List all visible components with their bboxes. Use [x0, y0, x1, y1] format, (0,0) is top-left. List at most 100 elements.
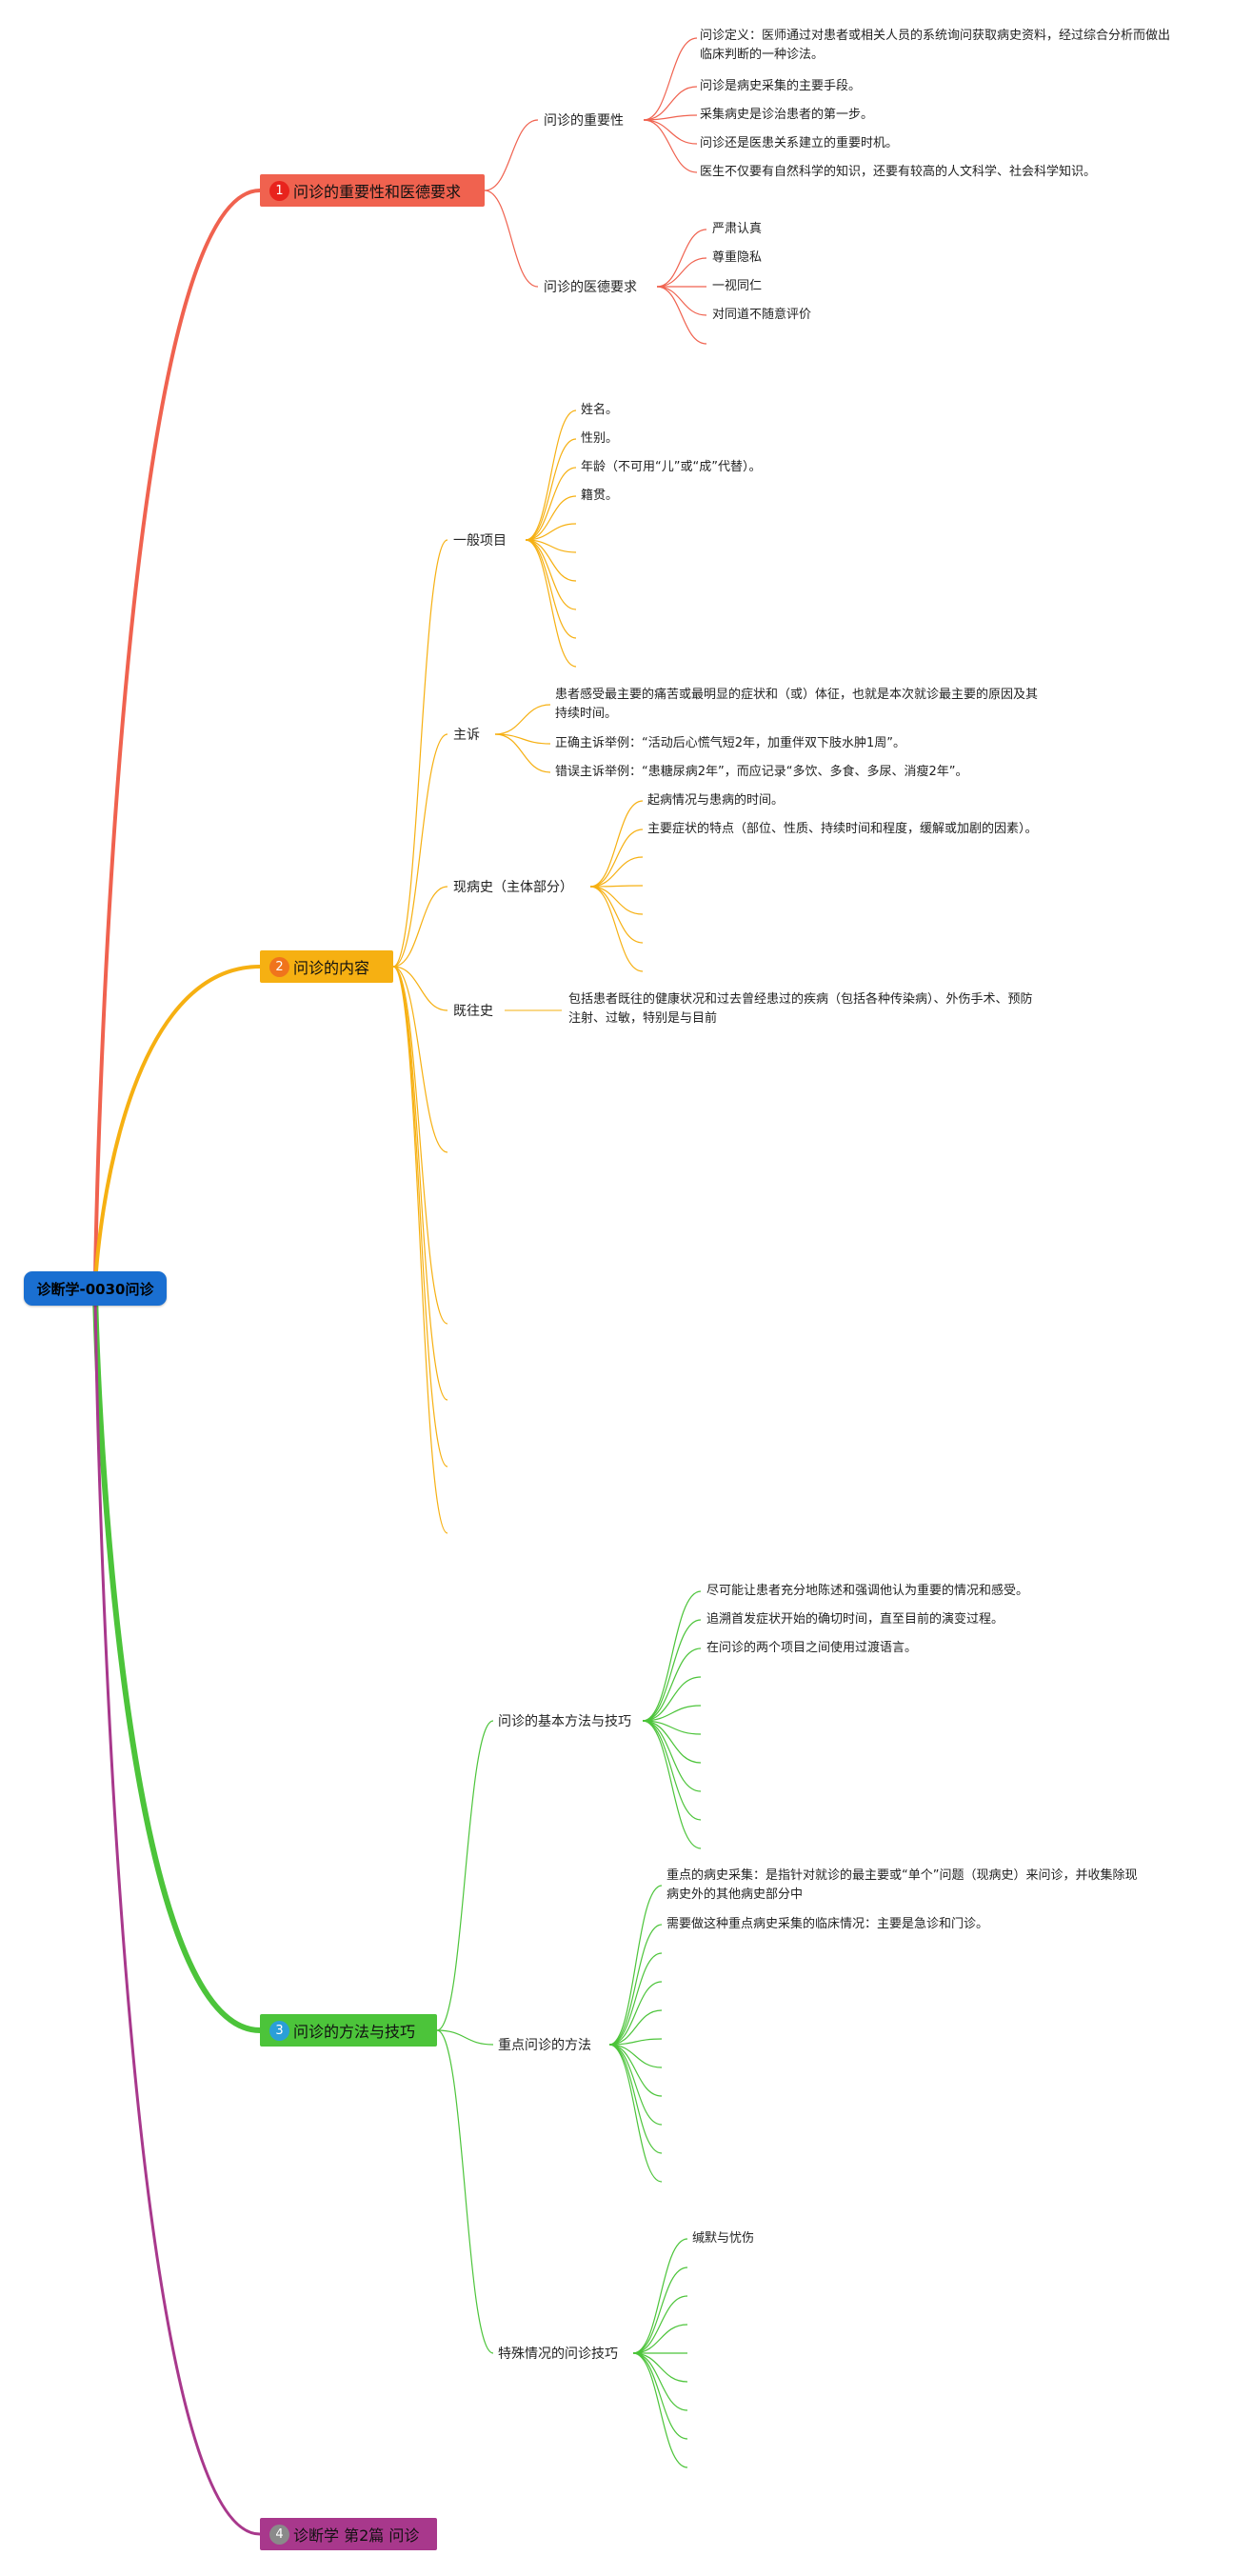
- edge-basic-leaf-6: [642, 1720, 702, 1764]
- edge-focused-leaf-0: [608, 1885, 663, 2046]
- leaf-humanities: 医生不仅要有自然科学的知识，还要有较高的人文科学、社会科学知识。: [700, 165, 1097, 179]
- branch-number-badge: 4: [269, 2524, 289, 2545]
- leaf-past-history-detail: 包括患者既往的健康状况和过去曾经患过的疾病（包括各种传染病）、外伤手术、预防注射…: [568, 992, 1033, 1026]
- leaf-first-step: 采集病史是诊治患者的第一步。: [700, 108, 874, 122]
- trunk-branch-4: [93, 1287, 261, 2536]
- branch-importance-ethics[interactable]: 1 问诊的重要性和医德要求: [260, 174, 485, 207]
- subtopic-basic-methods[interactable]: 问诊的基本方法与技巧: [498, 1714, 631, 1729]
- edge-ethics-leaf-3: [656, 286, 707, 316]
- edge-importance-leaf-3: [643, 119, 698, 145]
- edge-basic-leaf-5: [642, 1720, 702, 1735]
- edge-complaint-leaf-2: [494, 733, 551, 773]
- leaf-free-narration: 尽可能让患者充分地陈述和强调他认为重要的情况和感受。: [706, 1584, 1029, 1598]
- edge-focused-leaf-4: [608, 2009, 663, 2046]
- leaf-silence-sadness: 缄默与忧伤: [692, 2231, 755, 2246]
- leaf-colleagues: 对同道不随意评价: [712, 308, 812, 322]
- leaf-symptom-features: 主要症状的特点（部位、性质、持续时间和程度，缓解或加剧的因素）。: [647, 822, 1038, 836]
- branch-content[interactable]: 2 问诊的内容: [260, 950, 393, 983]
- subtopic-present-illness[interactable]: 现病史（主体部分）: [453, 880, 573, 895]
- edge-special-leaf-7: [632, 2352, 688, 2440]
- edge-focused-leaf-10: [608, 2044, 663, 2183]
- edge-special-leaf-0: [632, 2238, 688, 2354]
- edge-b2-sub-2: [392, 886, 448, 968]
- edge-importance-leaf-4: [643, 119, 698, 173]
- branch-section-link[interactable]: 4 诊断学 第2篇 问诊: [260, 2518, 437, 2550]
- edge-importance-leaf-2: [643, 114, 698, 121]
- subtopic-chief-complaint[interactable]: 主诉: [453, 728, 480, 743]
- edge-general-leaf-7: [525, 539, 577, 610]
- edge-present-leaf-4: [589, 886, 644, 915]
- edge-b2-sub-1: [392, 733, 448, 968]
- edge-special-leaf-8: [632, 2352, 688, 2468]
- branch-label: 问诊的重要性和医德要求: [293, 183, 462, 201]
- edge-b2-sub-0: [392, 539, 448, 968]
- edge-focused-leaf-1: [608, 1924, 663, 2046]
- branch-methods-skills[interactable]: 3 问诊的方法与技巧: [260, 2014, 437, 2047]
- edge-general-leaf-0: [525, 409, 577, 541]
- leaf-origin: 籍贯。: [581, 489, 619, 503]
- edge-basic-leaf-1: [642, 1619, 702, 1722]
- edge-special-leaf-1: [632, 2266, 688, 2354]
- leaf-sex: 性别。: [581, 431, 619, 446]
- edge-general-leaf-9: [525, 539, 577, 668]
- subtopic-ethics[interactable]: 问诊的医德要求: [544, 280, 637, 295]
- edge-importance-leaf-0: [643, 37, 698, 121]
- edge-b3-basic: [436, 1720, 494, 2031]
- leaf-main-means: 问诊是病史采集的主要手段。: [700, 79, 862, 93]
- leaf-correct-example: 正确主诉举例：“活动后心慌气短2年，加重伴双下肢水肿1周”。: [555, 736, 906, 750]
- edge-present-leaf-0: [589, 800, 644, 888]
- root-node[interactable]: 诊断学-0030问诊: [24, 1271, 167, 1306]
- leaf-focused-definition: 重点的病史采集：是指针对就诊的最主要或“单个”问题（现病史）来问诊，并收集除现病…: [666, 1868, 1138, 1902]
- leaf-transition-language: 在问诊的两个项目之间使用过渡语言。: [706, 1641, 918, 1655]
- branch-label: 诊断学 第2篇 问诊: [293, 2526, 420, 2545]
- edge-b2-sub-3: [392, 966, 448, 1011]
- edge-general-leaf-3: [525, 495, 577, 541]
- edge-b2-sub-7: [392, 966, 448, 1468]
- edge-basic-leaf-8: [642, 1720, 702, 1821]
- edge-present-leaf-6: [589, 886, 644, 972]
- edge-present-leaf-2: [589, 856, 644, 888]
- edge-focused-leaf-9: [608, 2044, 663, 2154]
- edge-general-leaf-4: [525, 523, 577, 541]
- edge-general-leaf-8: [525, 539, 577, 639]
- leaf-clinical-situations: 需要做这种重点病史采集的临床情况：主要是急诊和门诊。: [666, 1917, 989, 1931]
- edge-b2-sub-6: [392, 966, 448, 1401]
- leaf-name: 姓名。: [581, 403, 619, 417]
- branch-number-badge: 1: [269, 180, 289, 201]
- edge-basic-leaf-7: [642, 1720, 702, 1792]
- branch-number-badge: 3: [269, 2020, 289, 2041]
- subtopic-general-items[interactable]: 一般项目: [453, 533, 507, 549]
- edge-focused-leaf-2: [608, 1952, 663, 2046]
- edge-focused-leaf-5: [608, 2038, 663, 2046]
- edge-complaint-leaf-1: [494, 733, 551, 745]
- edge-basic-leaf-9: [642, 1720, 702, 1849]
- edge-special-leaf-3: [632, 2324, 688, 2354]
- edge-b1-importance: [484, 119, 539, 191]
- subtopic-special-situations[interactable]: 特殊情况的问诊技巧: [498, 2346, 618, 2362]
- edge-special-leaf-5: [632, 2352, 688, 2383]
- leaf-onset: 起病情况与患病的时间。: [647, 793, 785, 808]
- edge-present-leaf-1: [589, 829, 644, 888]
- edge-b3-special: [436, 2029, 494, 2354]
- subtopic-importance[interactable]: 问诊的重要性: [544, 113, 624, 129]
- edge-ethics-leaf-4: [656, 286, 707, 345]
- edge-b1-ethics: [484, 190, 539, 288]
- trunk-branch-1: [93, 189, 261, 1288]
- edge-basic-leaf-0: [642, 1590, 702, 1722]
- leaf-complaint-definition: 患者感受最主要的痛苦或最明显的症状和（或）体征，也就是本次就诊最主要的原因及其持…: [555, 688, 1039, 721]
- edge-present-leaf-5: [589, 886, 644, 944]
- edge-general-leaf-6: [525, 539, 577, 582]
- edge-ethics-leaf-0: [656, 229, 707, 288]
- subtopic-past-history[interactable]: 既往史: [453, 1004, 493, 1019]
- branch-label: 问诊的方法与技巧: [293, 2023, 416, 2041]
- edge-b2-sub-4: [392, 966, 448, 1153]
- edge-basic-leaf-3: [642, 1676, 702, 1722]
- edge-complaint-leaf-0: [494, 704, 551, 735]
- edge-b2-sub-8: [392, 966, 448, 1534]
- edge-basic-leaf-4: [642, 1705, 702, 1722]
- edge-focused-leaf-3: [608, 1981, 663, 2046]
- leaf-definition: 问诊定义：医师通过对患者或相关人员的系统询问获取病史资料，经过综合分析而做出临床…: [700, 29, 1171, 62]
- subtopic-focused-history[interactable]: 重点问诊的方法: [498, 2038, 591, 2053]
